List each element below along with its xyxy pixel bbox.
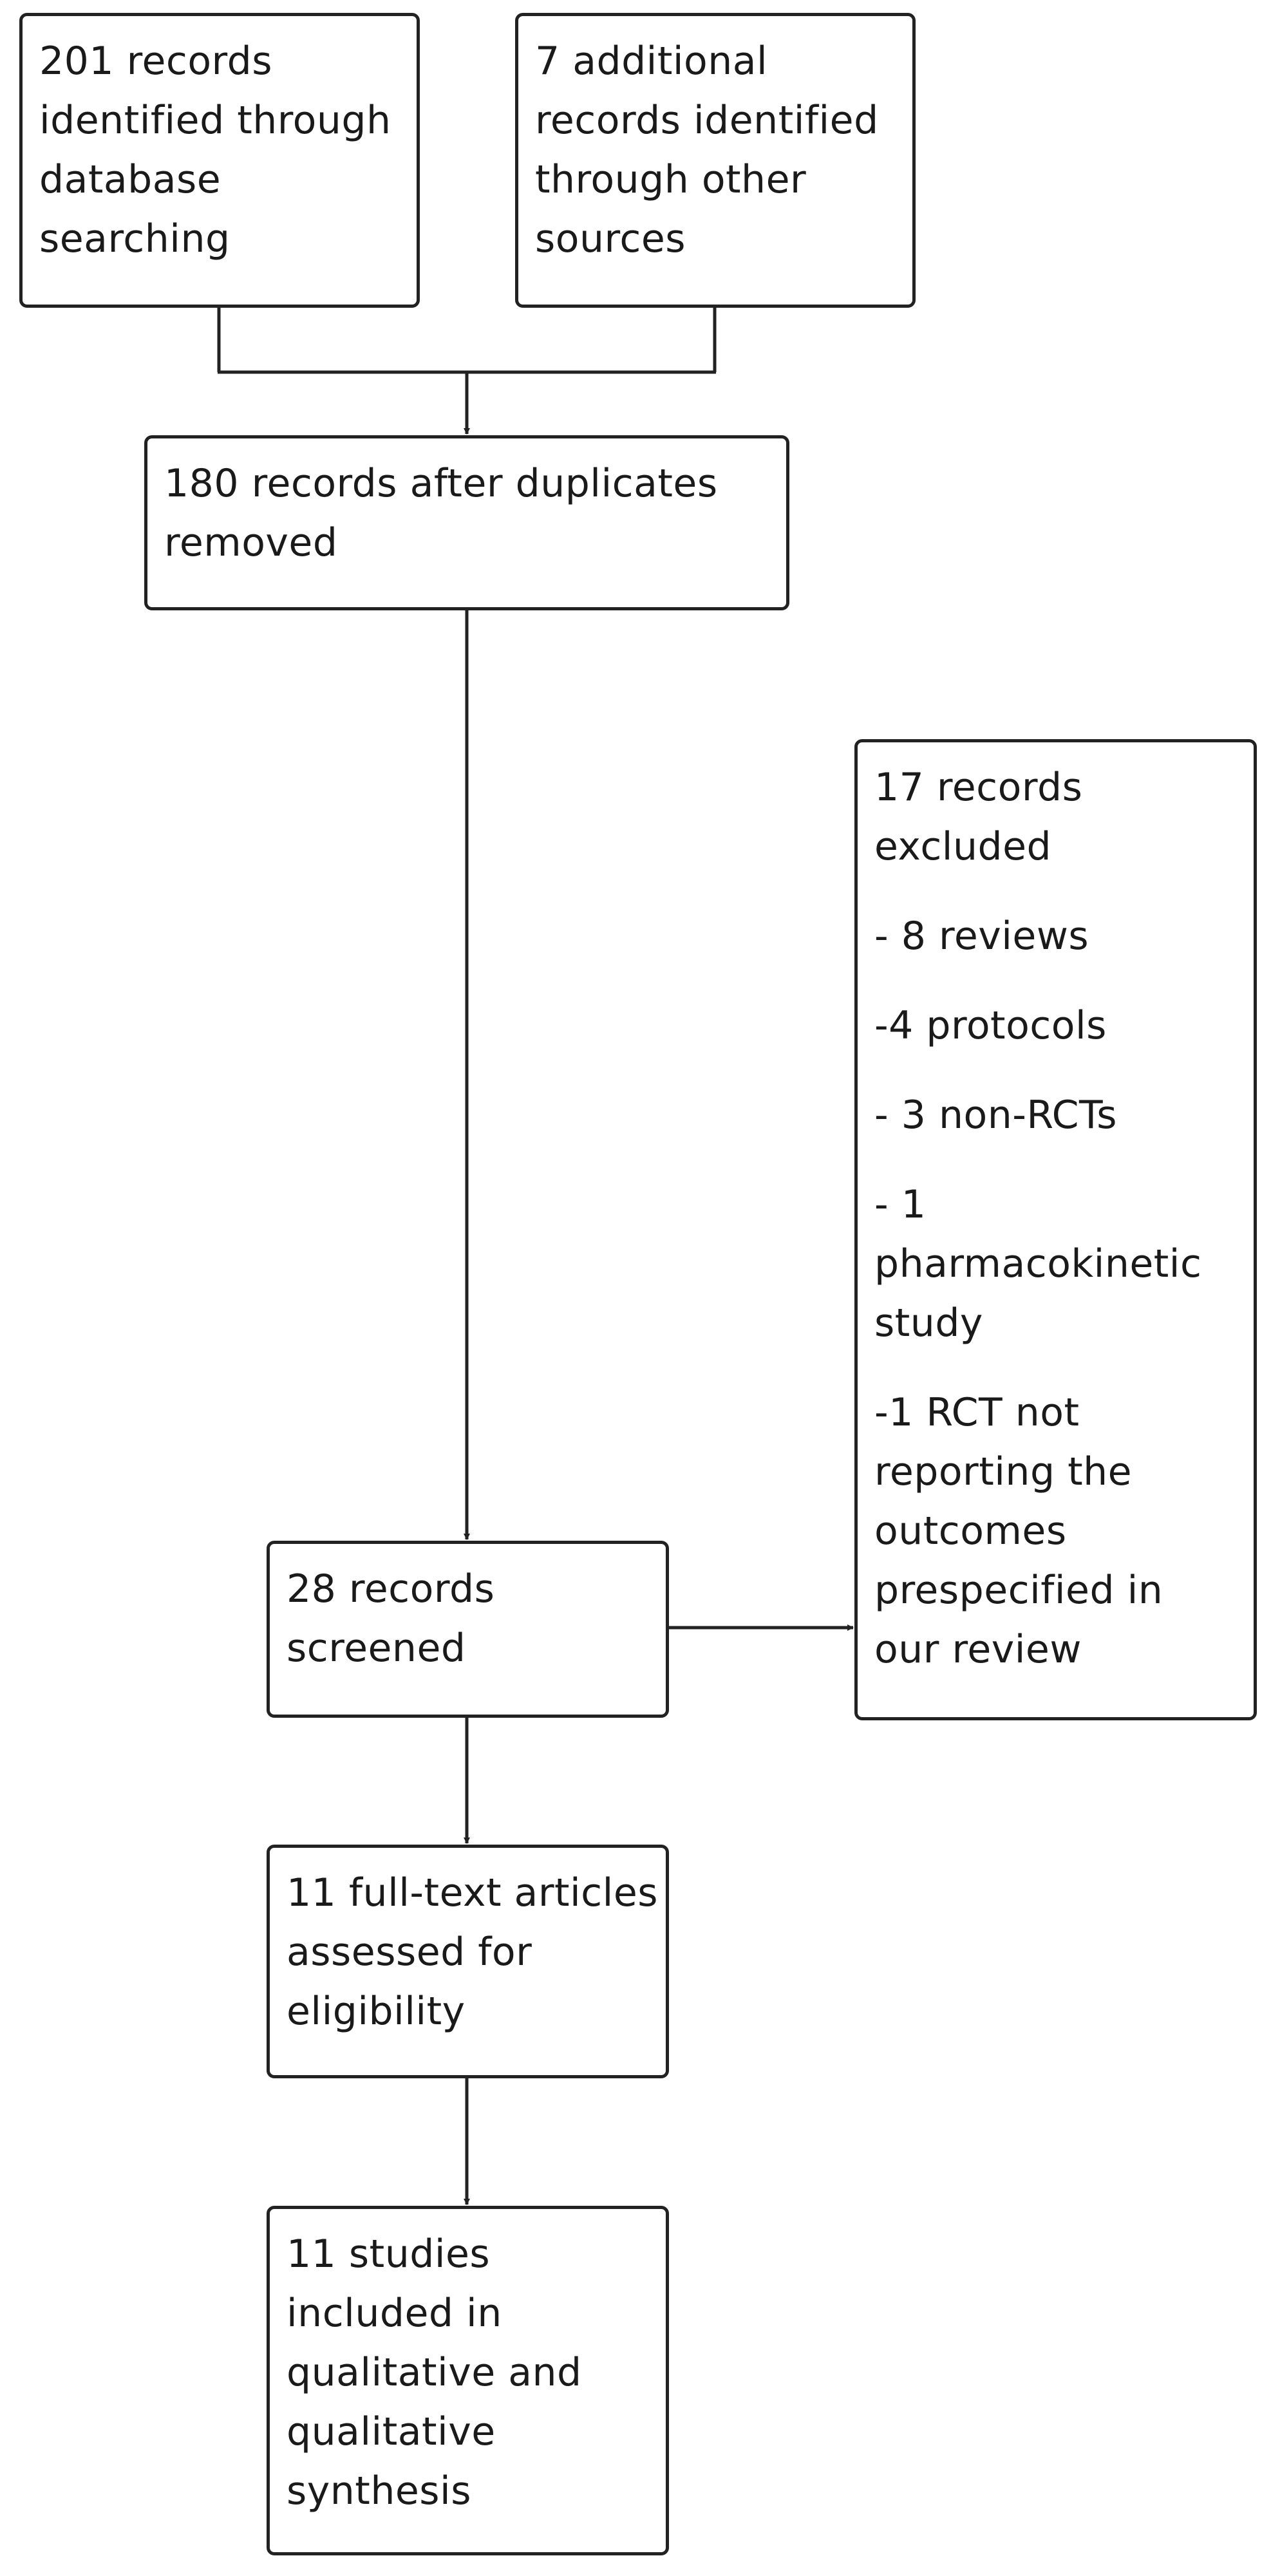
box-text-line: records identified [535,98,879,143]
box-text-line: assessed for [287,1930,532,1975]
box-text-line: 11 full-text articles [287,1870,659,1915]
box-text-line: included in [287,2291,502,2336]
exclusion-reason-rct-outcomes: -1 RCT not [874,1390,1080,1435]
box-text-line: database [39,157,221,202]
excluded-heading-line: 17 records [874,765,1083,810]
box-text-line: through other [535,157,807,202]
exclusion-reason-rct-outcomes: outcomes [874,1509,1067,1554]
box-text-line: qualitative [287,2409,496,2454]
box-text-line: identified through [39,98,391,143]
box-text-line: 180 records after duplicates [164,461,718,506]
exclusion-reason-pharmacokinetic: study [874,1301,983,1346]
exclusion-reason-non-rcts: - 3 non-RCTs [874,1093,1117,1138]
box-text-line: sources [535,216,686,261]
box-text-line: 28 records [287,1566,495,1612]
records-excluded-box: 17 records excluded - 8 reviews -4 proto… [854,739,1257,1720]
box-text-line: removed [164,520,338,565]
box-text-line: qualitative and [287,2350,582,2395]
excluded-heading-line: excluded [874,824,1052,869]
exclusion-reason-reviews: - 8 reviews [874,914,1089,959]
full-text-assessed-box: 11 full-text articles assessed for eligi… [267,1845,669,2078]
studies-included-box: 11 studies included in qualitative and q… [267,2206,669,2555]
exclusion-reason-pharmacokinetic: - 1 [874,1182,927,1227]
box-text-line: 201 records [39,39,273,84]
records-database-box: 201 records identified through database … [19,13,420,308]
records-other-sources-box: 7 additional records identified through … [515,13,916,308]
duplicates-removed-box: 180 records after duplicates removed [144,435,789,610]
exclusion-reason-rct-outcomes: prespecified in [874,1568,1163,1613]
exclusion-reason-pharmacokinetic: pharmacokinetic [874,1241,1202,1286]
box-text-line: 7 additional [535,39,768,84]
box-text-line: searching [39,216,231,261]
exclusion-reason-rct-outcomes: our review [874,1627,1082,1672]
box-text-line: eligibility [287,1989,466,2034]
exclusion-reason-protocols: -4 protocols [874,1003,1107,1048]
box-text-line: screened [287,1626,466,1671]
exclusion-reason-rct-outcomes: reporting the [874,1449,1133,1494]
box-text-line: 11 studies [287,2232,491,2277]
records-screened-box: 28 records screened [267,1541,669,1718]
box-text-line: synthesis [287,2468,471,2514]
